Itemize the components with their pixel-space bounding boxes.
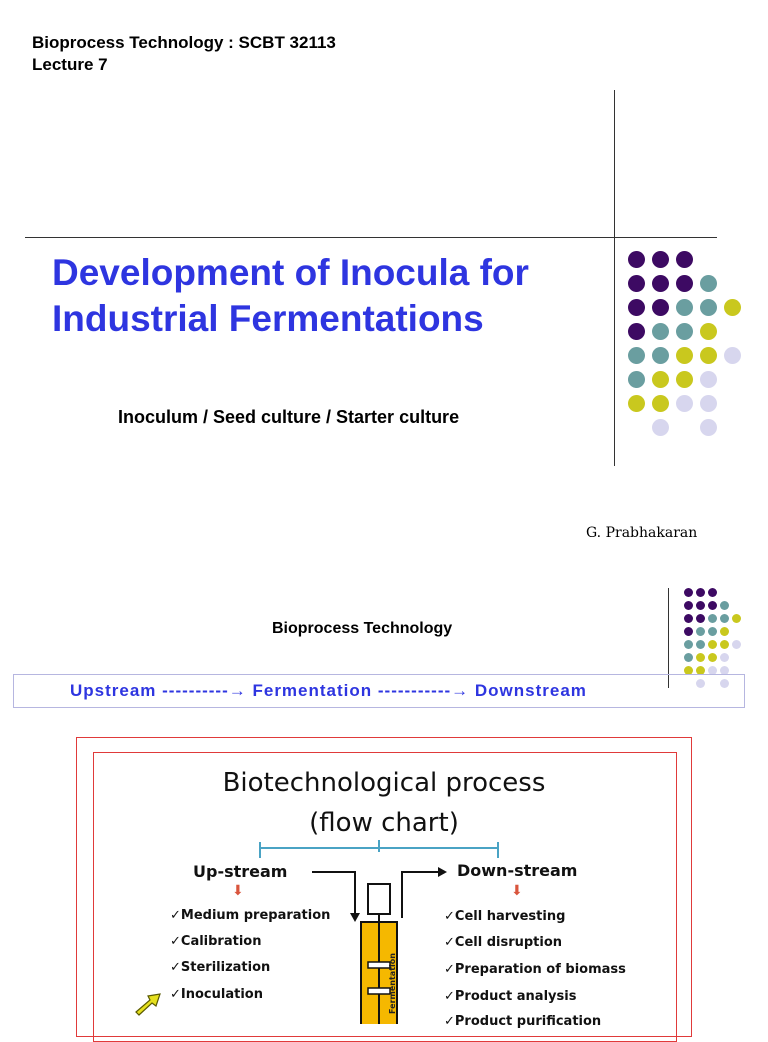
decorative-dot [700,419,717,436]
decorative-dot [652,251,669,268]
decorative-dot [696,653,705,662]
downstream-item: ✓Cell disruption [444,935,563,950]
decorative-dot [628,275,645,292]
decorative-dot [708,653,717,662]
decorative-dot [652,395,669,412]
flowchart-title-line-2: (flow chart) [309,808,459,838]
course-code: Bioprocess Technology : SCBT 32113 [32,33,336,52]
decorative-dot [676,395,693,412]
decorative-dot [700,347,717,364]
decorative-dot [676,299,693,316]
decorative-dot [684,601,693,610]
decorative-dot [720,601,729,610]
flow-text: Upstream ----------→ Fermentation ------… [70,681,587,700]
decorative-dot [676,371,693,388]
decorative-dot [652,299,669,316]
decorative-dot [708,614,717,623]
decorative-dot [696,640,705,649]
decorative-dot [652,323,669,340]
decorative-dot [708,601,717,610]
decorative-dot [708,588,717,597]
vertical-divider-small [668,588,669,688]
title-line-1: Development of Inocula for [52,252,529,293]
decorative-dot [696,601,705,610]
decorative-dot [676,275,693,292]
downstream-heading: Down-stream [457,861,578,880]
decorative-dot [696,679,705,688]
decorative-dot [720,627,729,636]
decorative-dot [708,640,717,649]
flow-box [13,674,745,708]
decorative-dot [628,395,645,412]
decorative-dot [700,275,717,292]
decorative-dot [676,347,693,364]
downstream-item: ✓Product purification [444,1014,602,1029]
decorative-dot [684,640,693,649]
slide-subtitle: Inoculum / Seed culture / Starter cultur… [118,407,460,427]
decorative-dot [720,679,729,688]
decorative-dot [628,323,645,340]
decorative-dot [724,347,741,364]
downstream-down-arrow-icon: ⬇ [511,882,523,898]
downstream-item: ✓Preparation of biomass [444,962,626,977]
decorative-dot [720,666,729,675]
decorative-dot [720,653,729,662]
decorative-dot [628,347,645,364]
decorative-dot [708,666,717,675]
decorative-dot [696,614,705,623]
decorative-dot [724,299,741,316]
decorative-dot [720,640,729,649]
upstream-down-arrow-icon: ⬇ [232,882,244,898]
decorative-dot [652,347,669,364]
title-line-2: Industrial Fermentations [52,298,484,339]
decorative-dot [732,614,741,623]
upstream-item: ✓Inoculation [170,987,263,1002]
decorative-dot [676,251,693,268]
vessel-cap [367,883,391,915]
decorative-dot [708,627,717,636]
vertical-divider [614,90,615,466]
decorative-dot [684,588,693,597]
author-name: G. Prabhakaran [586,525,698,541]
decorative-dot [684,666,693,675]
decorative-dot [696,588,705,597]
upstream-heading: Up-stream [193,862,288,881]
decorative-dot [652,371,669,388]
decorative-dot [700,395,717,412]
pointer-arrow-icon [135,993,161,1016]
decorative-dot [684,614,693,623]
slide-title: Development of Inocula for Industrial Fe… [52,250,529,342]
decorative-dot [628,371,645,388]
upstream-item: ✓Calibration [170,934,262,949]
decorative-dot [628,299,645,316]
decorative-dot [732,640,741,649]
decorative-dot [676,323,693,340]
decorative-dot [652,419,669,436]
section-title: Bioprocess Technology [272,620,453,637]
decorative-dot [696,666,705,675]
decorative-dot [700,299,717,316]
lecture-number: Lecture 7 [32,55,108,74]
decorative-dot [700,323,717,340]
course-header: Bioprocess Technology : SCBT 32113 Lectu… [32,32,336,76]
decorative-dot [684,653,693,662]
decorative-dot [720,614,729,623]
decorative-dot [628,251,645,268]
decorative-dot [652,275,669,292]
flowchart-title-line-1: Biotechnological process [222,768,546,798]
decorative-dot [696,627,705,636]
downstream-item: ✓Product analysis [444,989,577,1004]
decorative-dot [684,627,693,636]
upstream-item: ✓Sterilization [170,960,271,975]
vessel-label: Fermentation [388,953,397,1014]
upstream-item: ✓Medium preparation [170,908,331,923]
decorative-dot [700,371,717,388]
horizontal-divider [25,237,717,238]
downstream-item: ✓Cell harvesting [444,909,566,924]
